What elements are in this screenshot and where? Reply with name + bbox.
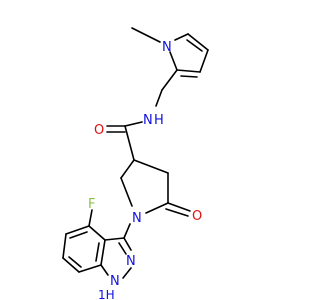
bond-pyrrole-c4-c5-inner <box>186 39 203 52</box>
bonds <box>62 27 209 279</box>
bond-nh-carbonyl <box>124 121 143 127</box>
bond-benz-c7-c7a <box>78 264 102 273</box>
atom-h-amide: H <box>154 113 164 128</box>
atom-n-indazole-2: N <box>126 254 136 269</box>
atom-nh-amide: N <box>143 113 153 128</box>
atom-n-pyrrolidine: N <box>132 211 142 226</box>
bond-benz-c6-c7 <box>62 257 80 273</box>
atom-nh-indazole-1: N <box>110 274 120 289</box>
bond-pyrrole-c4-c5 <box>187 33 209 51</box>
bond-methyl <box>131 27 161 43</box>
bond-carbonyl-c3 <box>124 125 135 161</box>
bond-benz-c7a-c3a-inner <box>95 242 100 262</box>
bond-pyrrole-c5-n <box>174 33 189 41</box>
bond-ind-c3a-c3 <box>104 237 125 241</box>
atom-h-indazole: 1H <box>98 288 115 300</box>
atom-o-lactam: O <box>192 209 202 224</box>
bond-ind-c3-n2-inner <box>118 242 127 255</box>
bond-pyrrole-c3-c4 <box>199 49 209 73</box>
bond-lactam-o-2 <box>165 208 189 217</box>
bond-n-indazole <box>123 223 131 239</box>
atom-f: F <box>88 197 95 212</box>
bond-c2-c3 <box>120 159 135 179</box>
bond-pyrrole-c2-c3 <box>176 69 201 73</box>
atom-labels: N N H O N O F N N 1H <box>88 40 202 300</box>
bond-c4-f <box>88 209 93 227</box>
bond-benz-c4-c5-inner <box>69 231 88 239</box>
atom-o-amide: O <box>94 123 104 138</box>
bond-pyrrole-n-c2 <box>169 51 178 71</box>
molecule-canvas: N N H O N O F N N 1H <box>62 27 209 300</box>
bond-c5-n <box>145 202 169 214</box>
bond-benz-c5-c6 <box>62 233 67 259</box>
molecule-structure: N N H O N O F N N 1H <box>62 27 209 300</box>
bond-ch2-nh <box>155 89 163 107</box>
bond-benz-c3a-c4 <box>88 225 106 241</box>
bond-benz-c6-c7-inner <box>68 256 82 268</box>
bond-c2-ch2 <box>161 69 178 91</box>
bond-ind-n2-n1 <box>122 267 132 279</box>
bond-n-c2 <box>120 177 133 207</box>
bond-ind-c7a-c3a <box>100 239 106 266</box>
bond-pyrrole-c2-c3-inner <box>180 75 198 78</box>
bond-benz-c4-c5 <box>65 225 90 235</box>
atom-n-pyrrole: N <box>162 40 172 55</box>
bond-ind-c3-n2 <box>123 237 132 251</box>
bond-c3-c4 <box>133 159 169 174</box>
bond-lactam-o-1 <box>167 202 191 212</box>
bond-ind-n1-c7a <box>100 264 109 276</box>
